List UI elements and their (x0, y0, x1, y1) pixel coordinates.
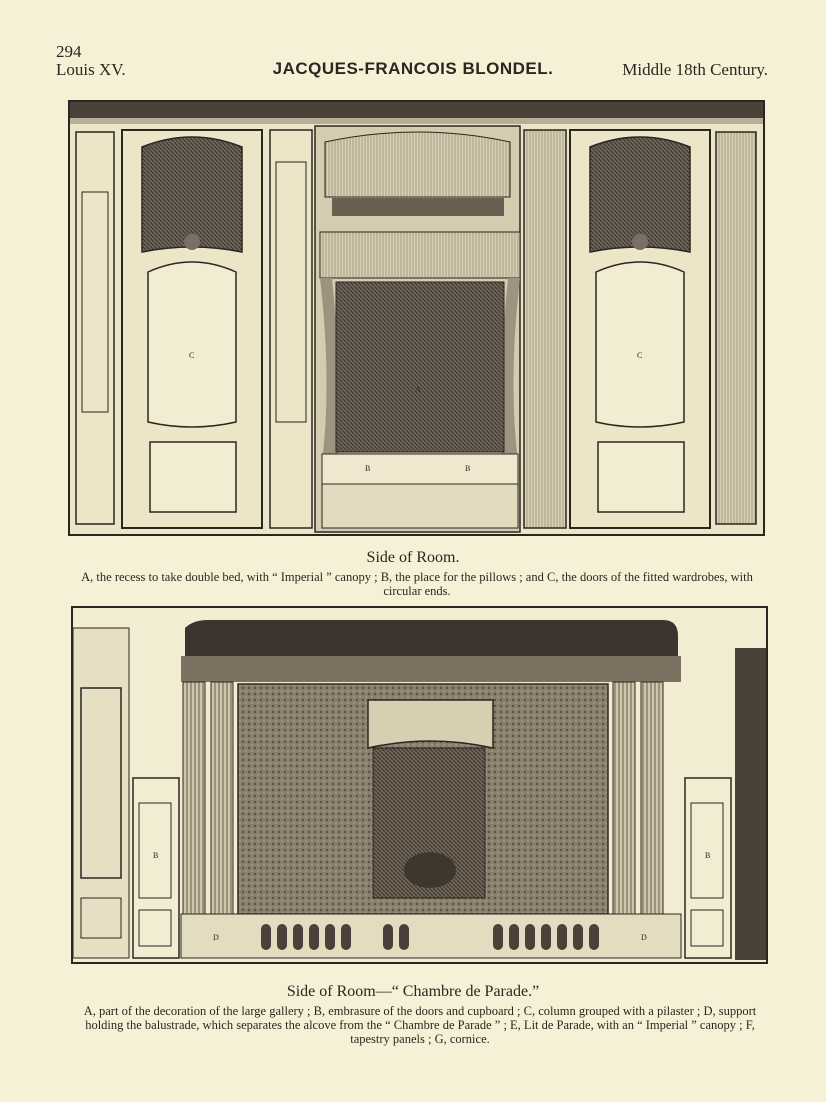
label-d-left: D (213, 933, 219, 942)
engraving-illustration-1: C B B A C (70, 102, 763, 534)
page-number: 294 (56, 42, 82, 61)
label-c-right: C (637, 351, 642, 360)
label-a: A (415, 385, 421, 394)
label-b-right: B (465, 464, 470, 473)
running-head-right: Middle 18th Century. (622, 60, 768, 79)
engraving-chambre-de-parade: B (71, 606, 768, 964)
figure2-title: Side of Room—“ Chambre de Parade.” (286, 983, 540, 1000)
label-c-left: C (189, 351, 194, 360)
label-b-left: B (365, 464, 370, 473)
figure2-caption: A, part of the decoration of the large g… (83, 1004, 757, 1046)
engraving-illustration-2: B (73, 608, 766, 962)
label-b-left-2: B (153, 851, 158, 860)
figure1-caption: A, the recess to take double bed, with “… (81, 570, 753, 598)
figure1-title: Side of Room. (366, 549, 460, 566)
engraving-side-of-room: C B B A C (68, 100, 765, 536)
running-head-title: JACQUES-FRANCOIS BLONDEL. (272, 59, 554, 78)
label-b-right-2: B (705, 851, 710, 860)
label-d-right: D (641, 933, 647, 942)
running-head-left: Louis XV. (56, 60, 126, 79)
